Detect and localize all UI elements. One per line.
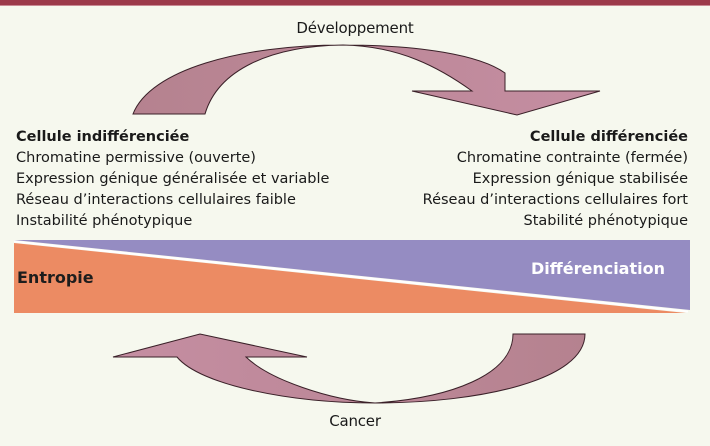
differentiated-property: Chromatine contrainte (fermée) <box>456 150 688 166</box>
differentiation-region <box>14 240 690 310</box>
development-label: Développement <box>296 19 414 37</box>
differentiation-label: Différenciation <box>531 259 665 278</box>
undifferentiated-property: Réseau d’interactions cellulaires faible <box>16 192 296 208</box>
entropy-region <box>14 243 686 313</box>
undifferentiated-cell-block: Cellule indifférenciée Chromatine permis… <box>16 127 329 232</box>
development-arrow <box>132 44 601 116</box>
cancer-label: Cancer <box>329 412 381 430</box>
band-divider <box>13 240 689 313</box>
undifferentiated-property: Chromatine permissive (ouverte) <box>16 150 256 166</box>
undifferentiated-property: Instabilité phénotypique <box>16 213 193 229</box>
undifferentiated-property: Expression génique généralisée et variab… <box>16 171 330 187</box>
differentiated-property: Stabilité phénotypique <box>523 213 688 229</box>
top-border <box>0 0 710 6</box>
cancer-arrow <box>112 333 586 404</box>
entropy-label: Entropie <box>17 268 94 287</box>
differentiated-cell-block: Cellule différenciée Chromatine contrain… <box>423 127 688 232</box>
differentiated-cell-title: Cellule différenciée <box>529 129 688 145</box>
entropy-differentiation-band <box>13 240 690 313</box>
undifferentiated-cell-title: Cellule indifférenciée <box>16 129 190 145</box>
differentiated-property: Réseau d’interactions cellulaires fort <box>422 192 688 208</box>
differentiated-property: Expression génique stabilisée <box>472 171 688 187</box>
